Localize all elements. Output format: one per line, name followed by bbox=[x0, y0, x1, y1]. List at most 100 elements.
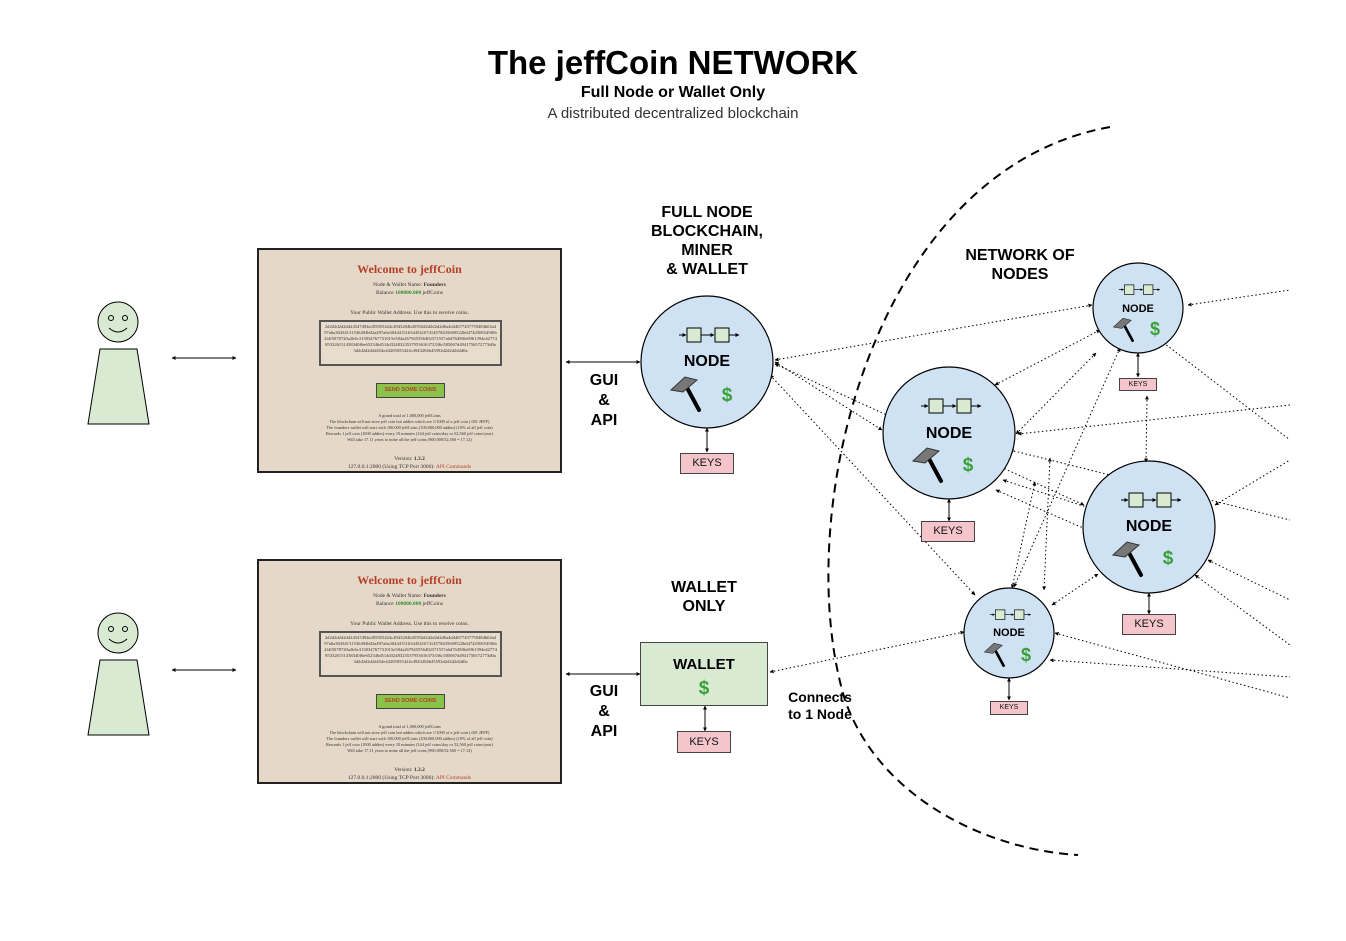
panel-footer-prefix: 127.0.0.1:2000 (Using TCP Port 3000): bbox=[347, 775, 435, 781]
full-node-label-line: MINER bbox=[681, 242, 733, 259]
panel-balance-value: 100000.000 bbox=[395, 601, 422, 607]
panel-version-prefix: Version: bbox=[394, 767, 413, 773]
hammer-icon bbox=[983, 642, 1005, 668]
wallet-only-label: WALLET ONLY bbox=[654, 578, 754, 616]
panel-version-prefix: Version: bbox=[394, 456, 413, 462]
panel-info-line: The founders wallet will start with 100,… bbox=[326, 736, 493, 741]
network-label-line: NETWORK OF bbox=[965, 247, 1075, 264]
wallet-gui-screenshot-top: Welcome to jeffCoin Node & Wallet Name: … bbox=[257, 248, 562, 473]
panel-balance-line: Balance 100000.000 jeffCoins bbox=[259, 290, 560, 297]
blockchain-icon bbox=[679, 327, 740, 343]
ampersand-text: & bbox=[598, 392, 610, 409]
panel-name-line: Node & Wallet Name: Founders bbox=[259, 282, 560, 289]
panel-balance-line: Balance 100000.000 jeffCoins bbox=[259, 601, 560, 608]
panel-version-line: Version: 1.3.2 bbox=[259, 767, 560, 774]
panel-info-line: A grand total of 1,000,000 jeffCoins bbox=[378, 413, 441, 418]
panel-name-value: Founders bbox=[423, 593, 446, 599]
api-commands-link[interactable]: API Commands bbox=[435, 775, 472, 781]
gui-api-label-bottom: GUI & API bbox=[584, 682, 624, 742]
wallet-only-label-line: WALLET bbox=[671, 579, 737, 596]
gui-api-label-top: GUI & API bbox=[584, 371, 624, 431]
blockchain-icon bbox=[1121, 492, 1182, 508]
panel-balance-value: 100000.000 bbox=[395, 290, 422, 296]
panel-info-line: Will take 17.11 years to mine all the je… bbox=[347, 437, 472, 442]
full-node-label-line: & WALLET bbox=[666, 261, 748, 278]
panel-address-caption: Your Public Wallet Address. Use this to … bbox=[350, 310, 469, 316]
panel-footer-line: 127.0.0.1:2000 (Using TCP Port 3000): AP… bbox=[259, 775, 560, 782]
panel-balance-prefix: Balance bbox=[376, 290, 394, 296]
page-subtitle: Full Node or Wallet Only bbox=[580, 84, 766, 101]
api-text: API bbox=[590, 412, 618, 429]
dollar-icon: $ bbox=[698, 678, 710, 699]
connects-label-line: to 1 Node bbox=[788, 706, 852, 722]
miner-hammer-icons bbox=[669, 317, 1143, 668]
network-label-line: NODES bbox=[991, 266, 1049, 283]
network-node-circle-4 bbox=[963, 587, 1055, 679]
api-commands-link[interactable]: API Commands bbox=[435, 464, 472, 470]
gui-text: GUI bbox=[589, 372, 619, 389]
blockchain-icon bbox=[921, 398, 982, 414]
panel-info-line: Rewards 1 jeff coin (1000 addies) every … bbox=[325, 431, 494, 436]
panel-balance-unit: jeffCoins bbox=[422, 290, 443, 296]
user-icon-bottom bbox=[87, 612, 150, 736]
dollar-icon: $ bbox=[1162, 548, 1174, 569]
network-node-circle-3 bbox=[1082, 460, 1216, 594]
network-connections bbox=[769, 289, 1291, 699]
full-node-label-text: NODE bbox=[683, 353, 731, 370]
network-boundary-arc bbox=[827, 126, 1111, 856]
network-node-label-text: NODE bbox=[1125, 518, 1173, 535]
panel-info-line: Will take 17.11 years to mine all the je… bbox=[347, 748, 472, 753]
keys-box-network-node: KEYS bbox=[1122, 614, 1176, 635]
panel-address-box: 2d2d2d2d2d424547494e205055424c4943204b45… bbox=[319, 631, 502, 677]
panel-version-value: 1.3.2 bbox=[413, 767, 425, 773]
network-node-circle-1 bbox=[1092, 262, 1184, 354]
panel-name-line: Node & Wallet Name: Founders bbox=[259, 593, 560, 600]
page-title: The jeffCoin NETWORK bbox=[487, 44, 859, 81]
panel-name-prefix: Node & Wallet Name: bbox=[373, 593, 423, 599]
api-text: API bbox=[590, 723, 618, 740]
network-node-label-text: NODE bbox=[1122, 303, 1154, 315]
full-node-circle bbox=[640, 295, 774, 429]
ampersand-text: & bbox=[598, 703, 610, 720]
panel-version-value: 1.3.2 bbox=[413, 456, 425, 462]
dollar-icon: $ bbox=[721, 385, 733, 406]
panel-footer-prefix: 127.0.0.1:2000 (Using TCP Port 3000): bbox=[347, 464, 435, 470]
panel-footer-line: 127.0.0.1:2000 (Using TCP Port 3000): AP… bbox=[259, 464, 560, 471]
panel-name-value: Founders bbox=[423, 282, 446, 288]
dollar-icon: $ bbox=[962, 455, 974, 476]
hammer-icon bbox=[911, 447, 943, 483]
page-tagline: A distributed decentralized blockchain bbox=[547, 105, 799, 122]
send-coins-button[interactable]: SEND SOME COINS bbox=[376, 694, 445, 709]
full-node-label-line: BLOCKCHAIN, bbox=[651, 223, 763, 240]
keys-box-full-node: KEYS bbox=[680, 453, 734, 474]
panel-balance-prefix: Balance bbox=[376, 601, 394, 607]
panel-info-line: The blockchain will not store jeff coin … bbox=[329, 419, 490, 424]
user-icon-top bbox=[87, 301, 150, 425]
network-of-nodes-label: NETWORK OF NODES bbox=[955, 246, 1085, 284]
full-node-label-line: FULL NODE bbox=[661, 204, 753, 221]
network-node-label-text: NODE bbox=[993, 627, 1025, 639]
hammer-icon bbox=[669, 376, 701, 412]
panel-version-line: Version: 1.3.2 bbox=[259, 456, 560, 463]
panel-address-box: 2d2d2d2d2d424547494e205055424c4943204b45… bbox=[319, 320, 502, 366]
panel-info-line: The founders wallet will start with 100,… bbox=[326, 425, 493, 430]
panel-info-block: A grand total of 1,000,000 jeffCoins The… bbox=[259, 413, 560, 443]
panel-info-block: A grand total of 1,000,000 jeffCoins The… bbox=[259, 724, 560, 754]
network-node-label-text: NODE bbox=[925, 425, 973, 442]
dollar-icon: $ bbox=[1020, 645, 1031, 665]
hammer-icon bbox=[1112, 317, 1134, 343]
panel-address-caption: Your Public Wallet Address. Use this to … bbox=[350, 621, 469, 627]
panel-info-line: The blockchain will not store jeff coin … bbox=[329, 730, 490, 735]
full-node-label: FULL NODE BLOCKCHAIN, MINER & WALLET bbox=[637, 203, 777, 279]
keys-box-network-node: KEYS bbox=[921, 521, 975, 542]
gui-text: GUI bbox=[589, 683, 619, 700]
panel-title: Welcome to jeffCoin bbox=[357, 573, 462, 587]
send-coins-button[interactable]: SEND SOME COINS bbox=[376, 383, 445, 398]
panel-title: Welcome to jeffCoin bbox=[357, 262, 462, 276]
panel-info-line: Rewards 1 jeff coin (1000 addies) every … bbox=[325, 742, 494, 747]
panel-info-line: A grand total of 1,000,000 jeffCoins bbox=[378, 724, 441, 729]
keys-box-network-node: KEYS bbox=[1119, 378, 1157, 391]
keys-box-network-node: KEYS bbox=[990, 701, 1028, 715]
connects-label-line: Connects bbox=[788, 689, 852, 705]
